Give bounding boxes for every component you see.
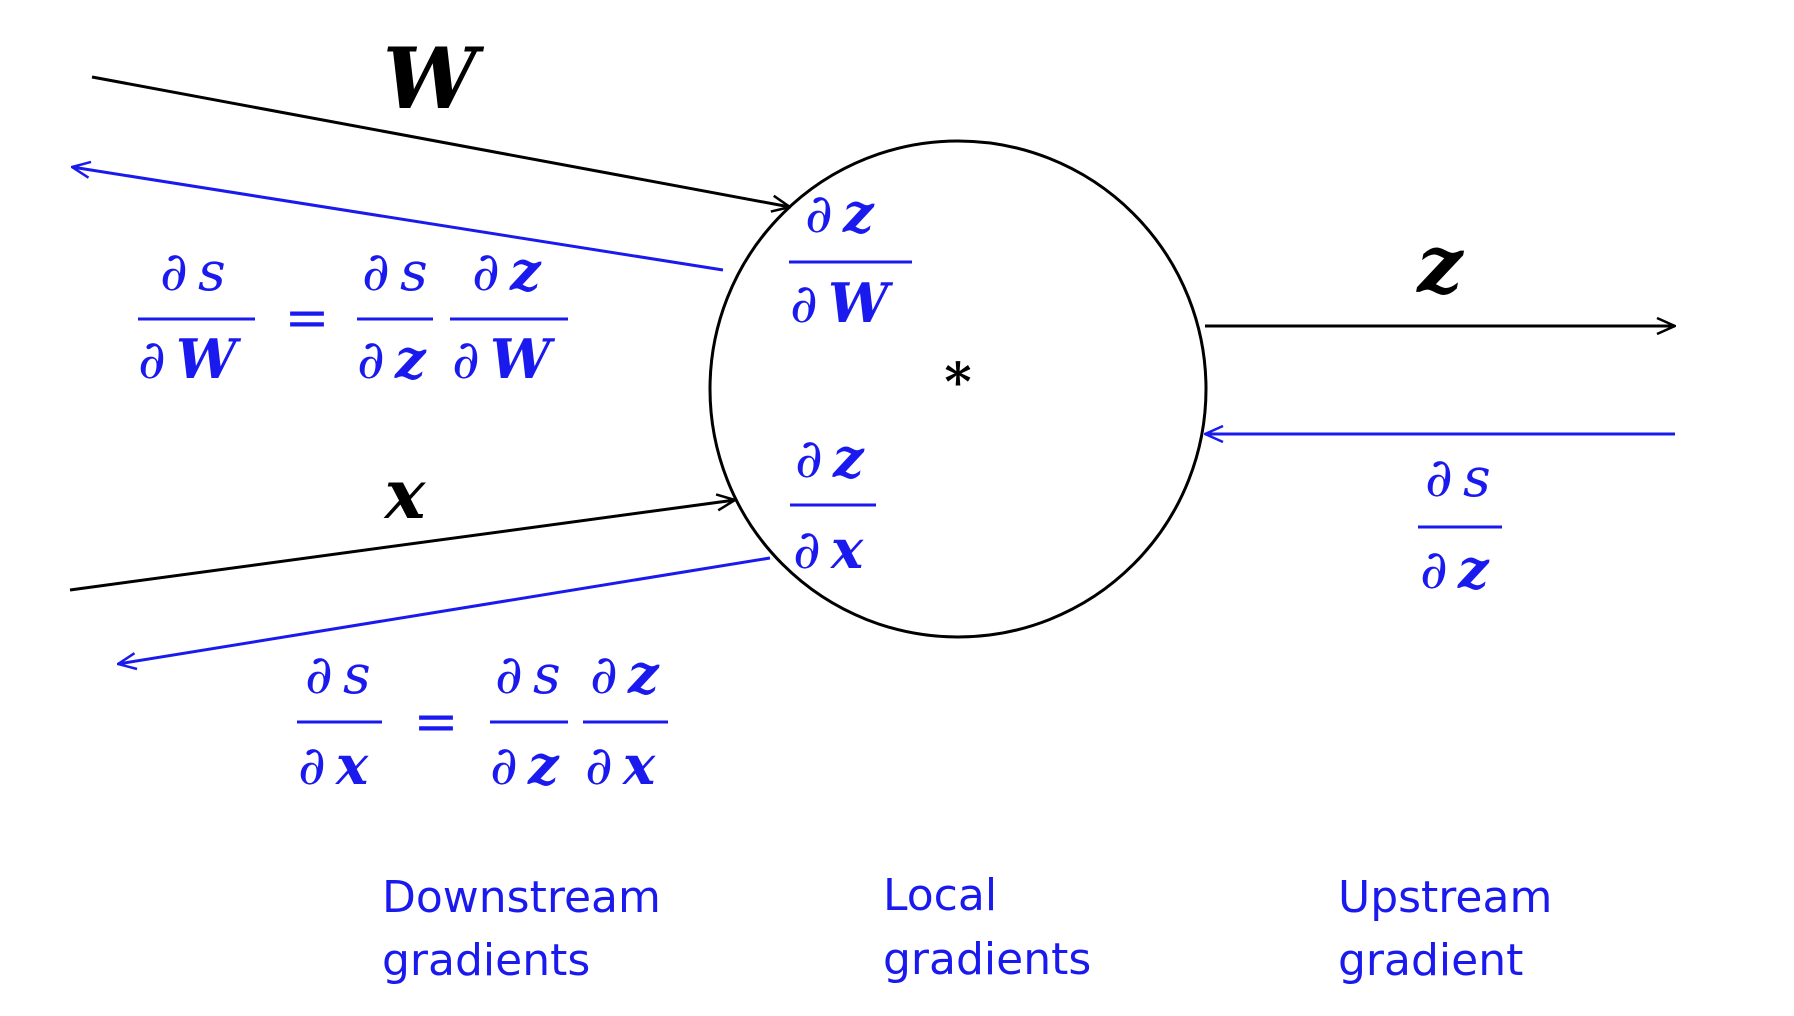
svg-text:=: = [413,690,458,753]
svg-text:z: z [509,239,542,303]
svg-text:∂: ∂ [160,240,188,303]
svg-text:gradients: gradients [382,935,590,986]
x-gradient-arrow [118,556,771,664]
svg-text:s: s [400,240,428,303]
svg-text:∂: ∂ [472,240,500,303]
svg-text:W: W [176,327,242,391]
svg-text:∂: ∂ [590,643,618,706]
w-input-arrow [91,75,790,207]
svg-text:∂: ∂ [805,182,833,245]
caption-upstream: Upstream gradient [1338,872,1552,986]
svg-text:z: z [527,733,560,797]
svg-text:∂: ∂ [793,518,821,581]
svg-text:=: = [284,286,329,349]
svg-text:∂: ∂ [790,272,818,335]
svg-text:z: z [1457,537,1490,601]
svg-text:∂: ∂ [298,734,326,797]
svg-text:Local: Local [883,870,997,921]
z-label: z [1415,217,1464,311]
svg-text:s: s [198,240,226,303]
svg-text:s: s [343,643,371,706]
x-label: x [383,455,427,535]
svg-text:z: z [832,426,865,490]
svg-text:∂: ∂ [1420,538,1448,601]
svg-text:gradient: gradient [1338,935,1523,986]
w-gradient-arrow [72,167,724,272]
svg-text:∂: ∂ [138,328,166,391]
svg-text:Upstream: Upstream [1338,872,1552,923]
svg-text:∂: ∂ [795,427,823,490]
local-gradient-dz-dw: ∂ z ∂ W [789,181,912,335]
svg-text:z: z [627,642,660,706]
upstream-gradient-ds-dz: ∂ s ∂ z [1418,446,1502,601]
multiply-operator: * [944,352,971,413]
svg-text:z: z [842,181,875,245]
svg-text:x: x [335,733,369,797]
svg-text:∂: ∂ [357,328,385,391]
caption-local: Local gradients [883,870,1091,985]
caption-downstream: Downstream gradients [382,872,661,986]
svg-text:s: s [533,643,561,706]
svg-text:∂: ∂ [452,328,480,391]
svg-text:x: x [830,517,864,581]
svg-text:gradients: gradients [883,934,1091,985]
svg-text:∂: ∂ [305,643,333,706]
multiply-node [708,139,1208,639]
svg-text:s: s [1463,446,1491,509]
svg-text:∂: ∂ [495,643,523,706]
svg-text:Downstream: Downstream [382,872,661,923]
svg-text:x: x [622,733,656,797]
local-gradient-dz-dx: ∂ z ∂ x [790,426,876,581]
svg-text:∂: ∂ [490,734,518,797]
svg-text:∂: ∂ [362,240,390,303]
svg-text:z: z [394,327,427,391]
svg-text:∂: ∂ [1425,446,1453,509]
svg-text:W: W [828,271,894,335]
w-label: W [383,29,485,128]
svg-text:∂: ∂ [585,734,613,797]
svg-text:W: W [490,327,556,391]
x-input-arrow [69,500,735,592]
downstream-gradient-x-equation: ∂ s ∂ x = ∂ s ∂ z ∂ z ∂ x [297,642,668,797]
downstream-gradient-w-equation: ∂ s ∂ W = ∂ s ∂ z ∂ z ∂ W [138,239,568,391]
